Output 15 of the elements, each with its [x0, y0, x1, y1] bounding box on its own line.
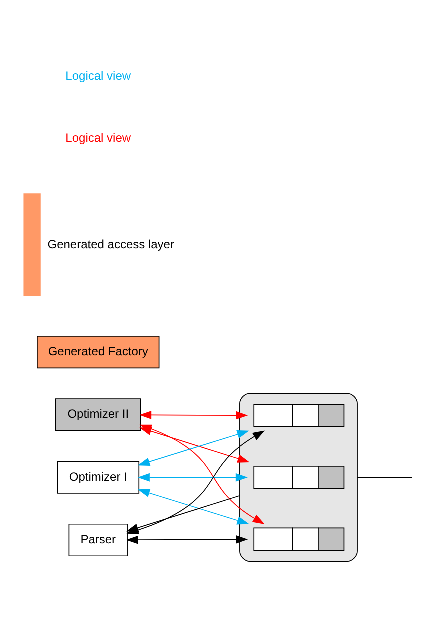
node-bar	[24, 194, 41, 297]
node-box: Parser	[68, 524, 128, 557]
arrow	[126, 495, 240, 532]
label: Logical view	[66, 130, 132, 145]
connector	[357, 477, 413, 478]
node-box: Optimizer II	[55, 398, 142, 432]
node-box: Optimizer I	[57, 461, 140, 494]
arrow	[126, 535, 248, 544]
arrow	[140, 410, 248, 420]
arrow	[138, 473, 248, 482]
cluster	[240, 393, 358, 562]
node-box: Generated Factory	[37, 336, 160, 369]
node-label: Generated access layer	[48, 237, 174, 252]
arrow	[138, 489, 250, 525]
label: Logical view	[66, 69, 132, 84]
